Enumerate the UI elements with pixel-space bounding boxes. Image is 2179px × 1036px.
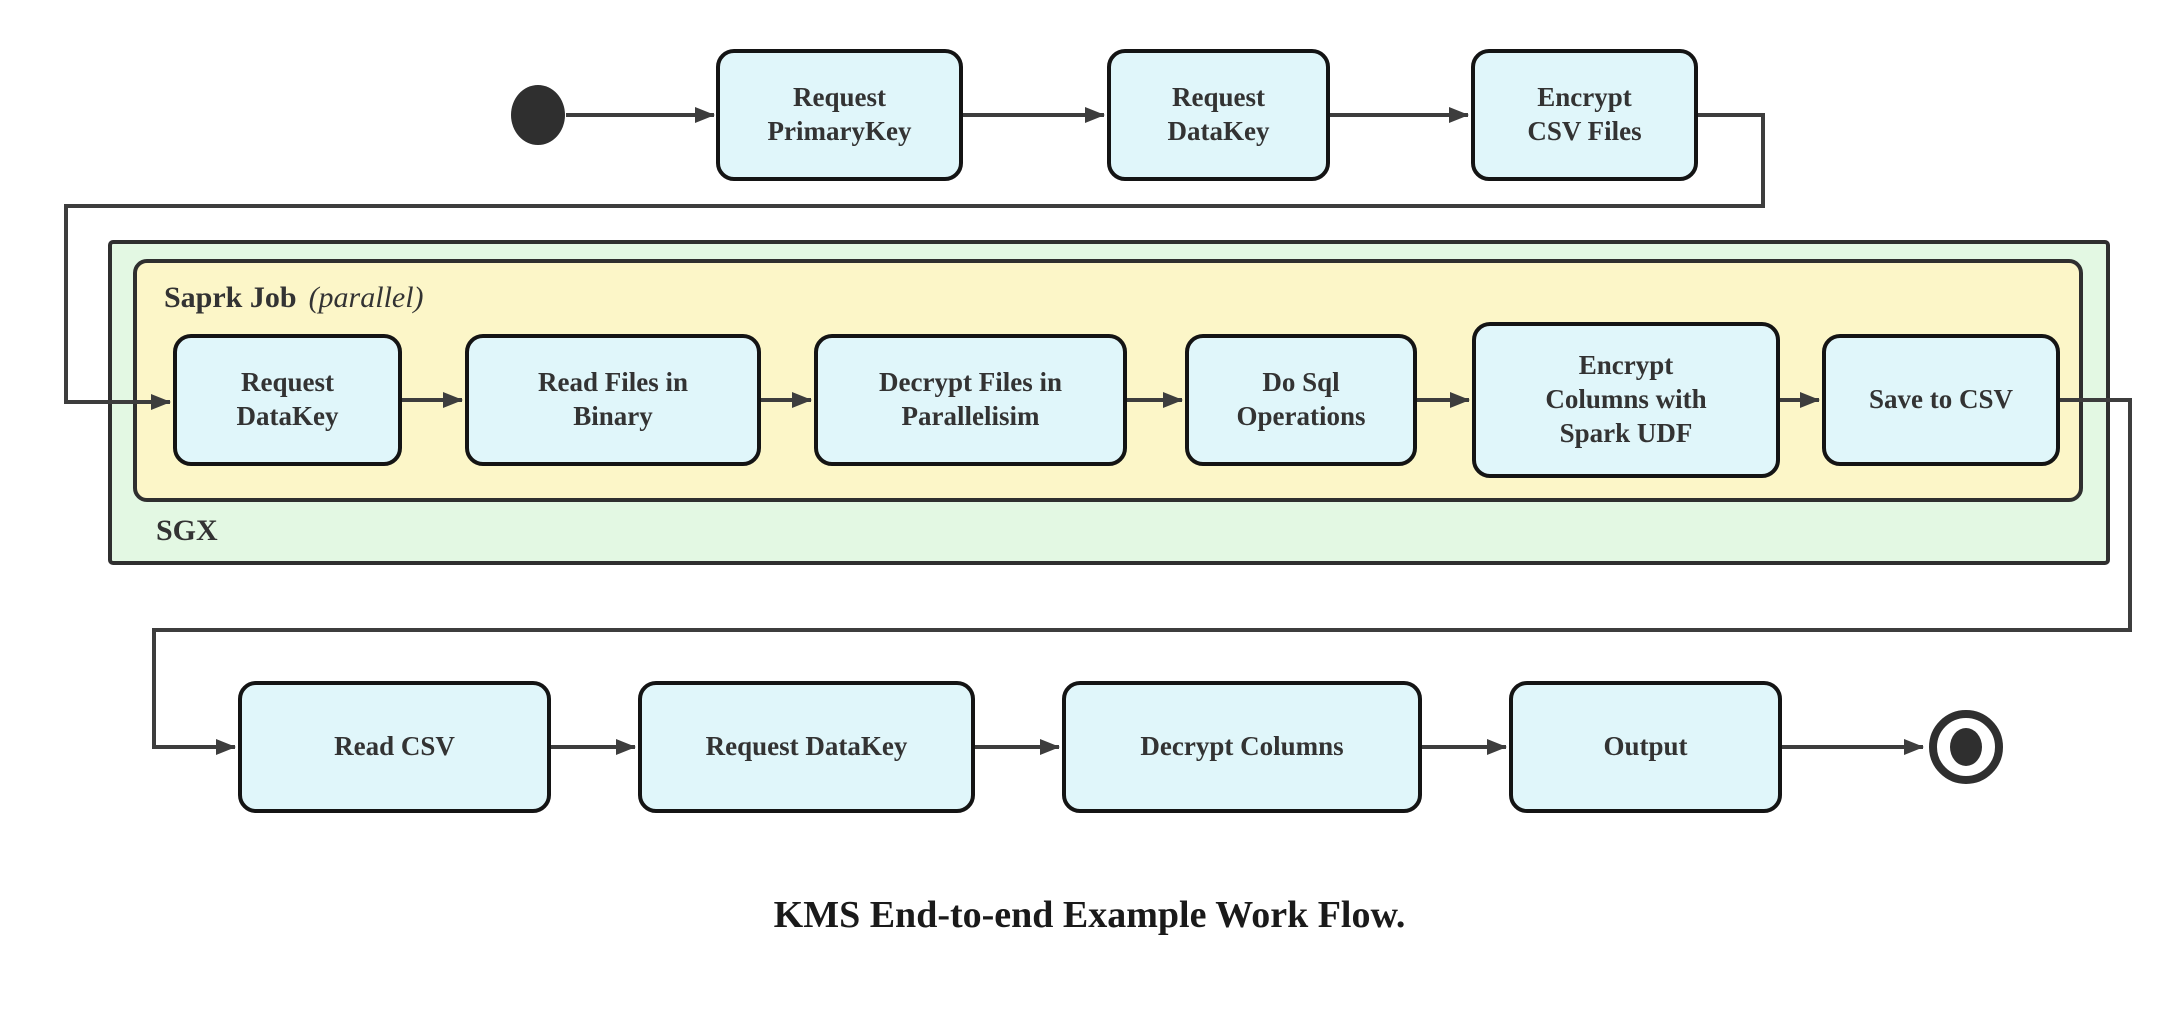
- node-save-to-csv: Save to CSV: [1822, 334, 2060, 466]
- node-decrypt-files-in-parallelisim: Decrypt Files in Parallelisim: [814, 334, 1127, 466]
- edge-save-csv-to-read-csv: [152, 398, 2132, 755]
- spark-job-qualifier: (parallel): [308, 281, 424, 314]
- node-encrypt-columns-with-spark-udf: Encrypt Columns with Spark UDF: [1472, 322, 1780, 478]
- node-request-primarykey: Request PrimaryKey: [716, 49, 963, 181]
- spark-job-title: Saprk Job: [164, 281, 297, 314]
- node-request-datakey-bottom: Request DataKey: [638, 681, 975, 813]
- node-request-datakey-top: Request DataKey: [1107, 49, 1330, 181]
- node-do-sql-operations: Do Sql Operations: [1185, 334, 1417, 466]
- diagram-caption: KMS End-to-end Example Work Flow.: [773, 894, 1406, 936]
- node-decrypt-columns: Decrypt Columns: [1062, 681, 1422, 813]
- edge-encrypt-csv-to-spark-request-datakey: [64, 113, 1765, 410]
- start-node: [511, 85, 565, 145]
- spark-job-group-label: Saprk Job (parallel): [164, 281, 424, 315]
- node-read-csv: Read CSV: [238, 681, 551, 813]
- node-request-datakey-spark: Request DataKey: [173, 334, 402, 466]
- node-read-files-in-binary: Read Files in Binary: [465, 334, 761, 466]
- sgx-group-label: SGX: [156, 514, 218, 547]
- node-output: Output: [1509, 681, 1782, 813]
- end-node-dot: [1950, 728, 1982, 766]
- node-encrypt-csv-files: Encrypt CSV Files: [1471, 49, 1698, 181]
